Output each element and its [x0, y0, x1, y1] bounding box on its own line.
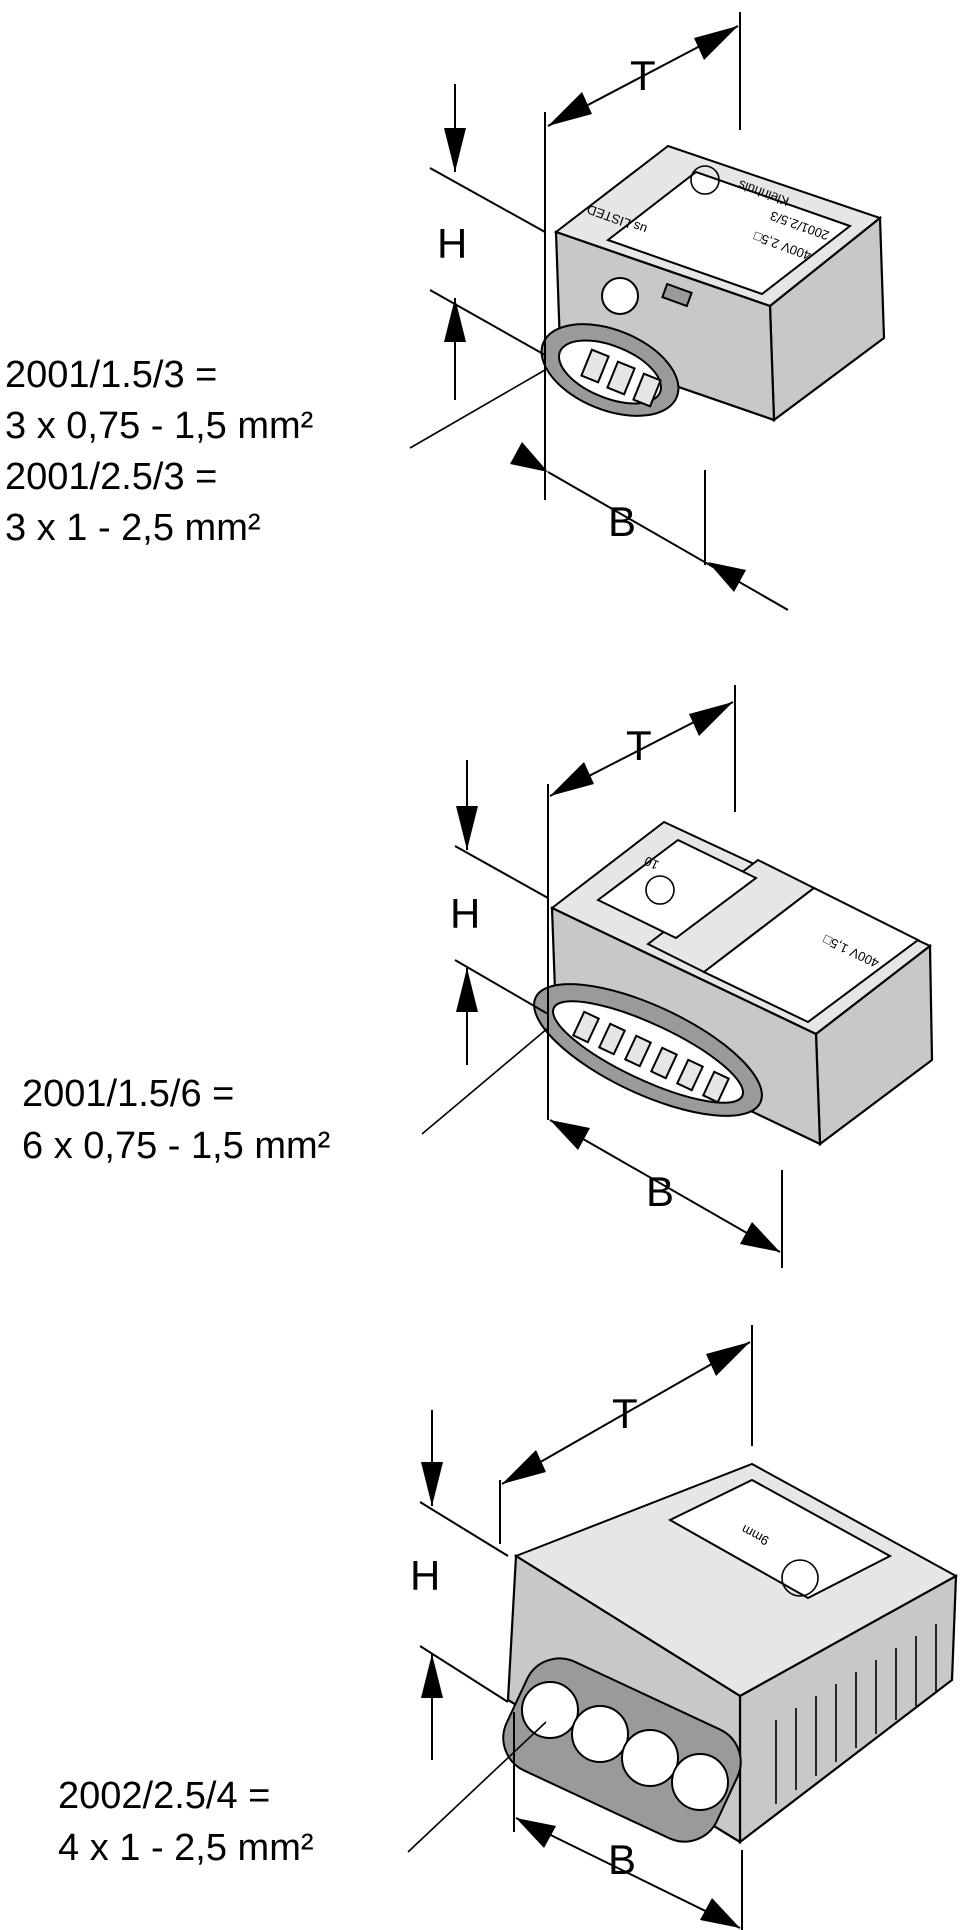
dim-H: H	[437, 220, 467, 267]
connector-2-leader	[421, 1027, 549, 1135]
dim-B: B	[646, 1168, 674, 1215]
connector-3: 9mm T H B 2002/2.5/4 = 4 x 1	[58, 1325, 959, 1930]
label-line: 2001/2.5/3 =	[5, 456, 217, 498]
dim-B: B	[608, 1836, 636, 1883]
connector-3-body	[502, 1462, 959, 1845]
connector-1: 2001/2.5/3 400V 2,5□ Kleinhuis us LISTED…	[5, 12, 886, 611]
connector-3-label: 2002/2.5/4 = 4 x 1 - 2,5 mm²	[58, 1775, 314, 1869]
label-line: 4 x 1 - 2,5 mm²	[58, 1827, 314, 1869]
label-line: 3 x 0,75 - 1,5 mm²	[5, 405, 313, 447]
label-line: 3 x 1 - 2,5 mm²	[5, 507, 261, 549]
connector-3-dimensions: T H B	[410, 1325, 753, 1930]
connector-2: 400V 1,5□ 10 T H B 2001/1.5/	[22, 685, 934, 1268]
connector-2-body	[533, 820, 934, 1147]
dim-H: H	[410, 1552, 440, 1599]
connector-2-label: 2001/1.5/6 = 6 x 0,75 - 1,5 mm²	[22, 1073, 330, 1167]
connector-1-body	[540, 144, 886, 423]
label-line: 2001/1.5/3 =	[5, 354, 217, 396]
marking-number: 10	[642, 853, 661, 873]
dim-B: B	[608, 498, 636, 545]
label-line: 6 x 0,75 - 1,5 mm²	[22, 1125, 330, 1167]
connector-1-leader	[409, 369, 546, 449]
label-line: 2001/1.5/6 =	[22, 1073, 234, 1115]
connector-1-label: 2001/1.5/3 = 3 x 0,75 - 1,5 mm² 2001/2.5…	[5, 354, 313, 549]
dim-T: T	[630, 52, 656, 99]
label-line: 2002/2.5/4 =	[58, 1775, 270, 1817]
connector-2-dimensions: T H B	[450, 685, 783, 1268]
connector-1-dimensions: T H B	[429, 12, 789, 611]
dim-T: T	[612, 1390, 638, 1437]
dim-T: T	[626, 722, 652, 769]
connector-3-ribs	[775, 1624, 937, 1804]
connector-3-leader	[407, 1721, 547, 1853]
dim-H: H	[450, 890, 480, 937]
